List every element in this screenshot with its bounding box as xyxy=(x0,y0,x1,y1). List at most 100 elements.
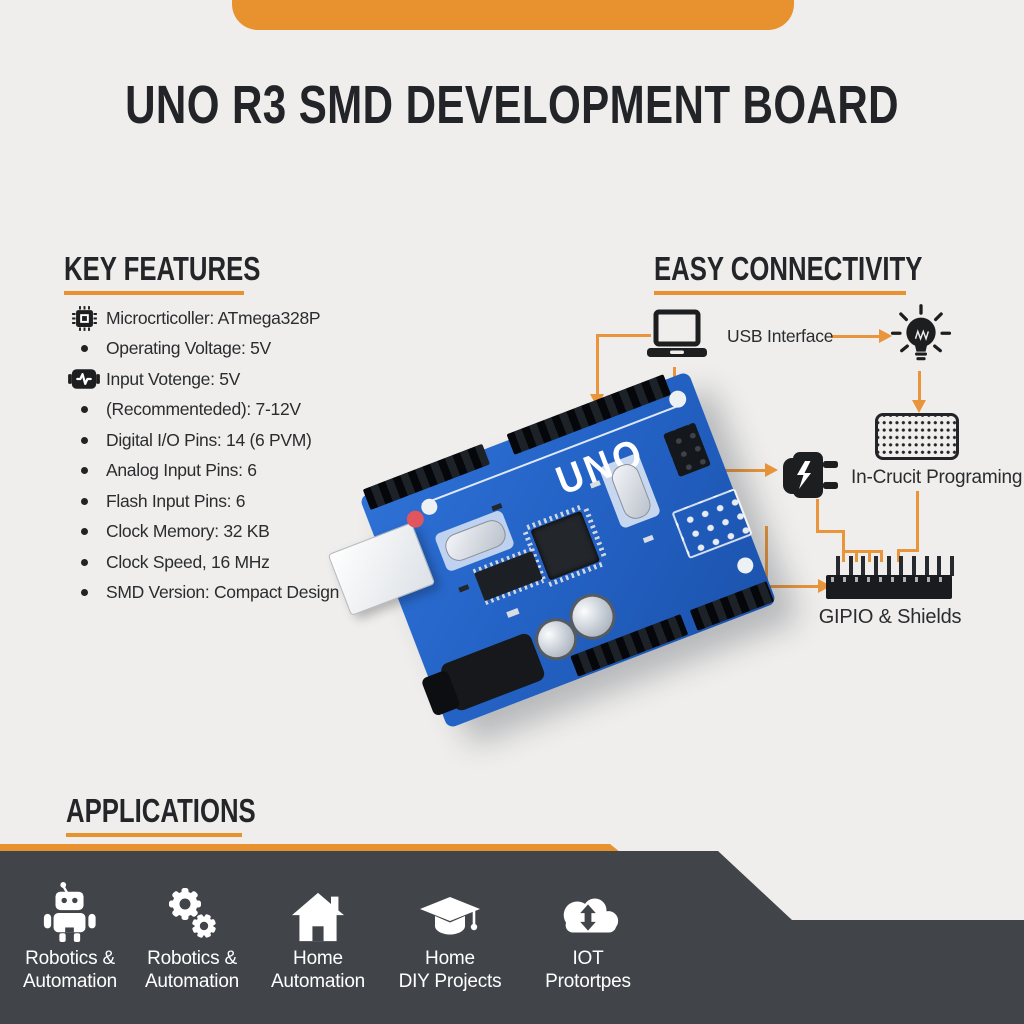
bullet-icon xyxy=(62,345,106,353)
page-title-text: UNO R3 SMD DEVELOPMENT BOARD xyxy=(125,75,899,135)
passive-component xyxy=(506,607,520,618)
feature-text: Flash Input Pins: 6 xyxy=(106,490,246,511)
bullet-icon xyxy=(62,436,106,444)
uno-board-photo: UNO xyxy=(327,371,777,746)
connector-line xyxy=(842,530,845,553)
connector-line xyxy=(880,550,883,562)
feature-text: SMD Version: Compact Design xyxy=(106,582,340,603)
application-label-line2: Automation xyxy=(270,971,366,992)
gears-icon xyxy=(163,877,221,943)
footer-accent-strip xyxy=(0,844,620,852)
list-item: SMD Version: Compact Design xyxy=(62,578,392,609)
applications-underline xyxy=(66,833,242,837)
page-title: UNO R3 SMD DEVELOPMENT BOARD xyxy=(0,74,1024,136)
passive-component xyxy=(458,584,470,593)
application-item: Robotics & Automation xyxy=(0,877,145,993)
application-label-line1: Robotics & xyxy=(147,948,237,969)
feature-text: Operating Voltage: 5V xyxy=(106,338,271,359)
bullet-icon xyxy=(62,589,106,597)
lightbulb-icon xyxy=(888,302,954,375)
pcb: UNO xyxy=(327,371,777,729)
connector-line xyxy=(596,334,651,337)
gpio-header-icon xyxy=(836,556,954,576)
application-label-line1: Home xyxy=(425,948,475,969)
key-features-heading: KEY FEATURES xyxy=(64,250,261,287)
connector-line xyxy=(897,549,919,552)
feature-text: (Recommenteded): 7-12V xyxy=(106,399,301,420)
home-icon xyxy=(290,877,346,943)
list-item: Clock Speed, 16 MHz xyxy=(62,547,392,578)
icsp-label: In-Crucit Programing xyxy=(851,467,1023,488)
connector-line xyxy=(596,334,599,396)
power-plug-icon xyxy=(781,449,845,506)
cloud-icon xyxy=(553,877,623,943)
bullet-icon xyxy=(62,558,106,566)
bullet-icon xyxy=(62,467,106,475)
top-banner xyxy=(232,0,794,30)
connector-line xyxy=(897,549,900,562)
perfboard-icon xyxy=(875,413,959,460)
arrowhead-right xyxy=(765,463,778,477)
arrowhead-down xyxy=(912,400,926,413)
connector-line xyxy=(868,550,871,562)
application-label-line2: DIY Projects xyxy=(398,971,502,992)
microchip-icon xyxy=(62,305,106,332)
easy-connectivity-underline xyxy=(654,291,906,295)
applications-heading: APPLICATIONS xyxy=(66,792,256,829)
application-item: Home Automation xyxy=(243,877,393,993)
connector-line xyxy=(842,550,883,553)
voltage-pulse-icon xyxy=(62,368,106,390)
application-label-line2: Protortpes xyxy=(545,971,631,992)
usb-interface-label: USB Interface xyxy=(727,326,834,346)
application-item: Home DIY Projects xyxy=(375,877,525,993)
application-item: IOT Protortpes xyxy=(513,877,663,993)
connector-line xyxy=(765,526,768,588)
application-label-line2: Automation xyxy=(144,971,240,992)
list-item: Digital I/O Pins: 14 (6 PVM) xyxy=(62,425,392,456)
footer: Robotics & Automation xyxy=(0,851,1024,1024)
easy-connectivity-heading: EASY CONNECTIVITY xyxy=(654,250,923,287)
list-item: (Recommenteded): 7-12V xyxy=(62,395,392,426)
list-item: Analog Input Pins: 6 xyxy=(62,456,392,487)
key-features-list: Microcrticoller: ATmega328P Operating Vo… xyxy=(62,303,392,608)
mounting-hole xyxy=(734,555,756,576)
connector-line xyxy=(816,530,845,533)
connector-line xyxy=(918,371,921,402)
bullet-icon xyxy=(62,497,106,505)
laptop-icon xyxy=(645,309,709,364)
list-item: Flash Input Pins: 6 xyxy=(62,486,392,517)
application-label-line1: IOT xyxy=(572,948,604,969)
connector-line xyxy=(716,469,767,472)
graduation-cap-icon xyxy=(418,877,482,943)
connector-line xyxy=(816,499,819,533)
application-label-line1: Robotics & xyxy=(25,948,115,969)
connector-line xyxy=(765,585,820,588)
connector-line xyxy=(842,550,845,562)
gpio-label: GIPIO & Shields xyxy=(818,606,962,628)
list-item: Clock Memory: 32 KB xyxy=(62,517,392,548)
connector-line xyxy=(916,491,919,552)
pin-header xyxy=(506,374,672,455)
feature-text: Clock Memory: 32 KB xyxy=(106,521,270,542)
application-label-line2: Automation xyxy=(22,971,118,992)
feature-text: Microcrticoller: ATmega328P xyxy=(106,307,321,328)
key-features-underline xyxy=(64,291,244,295)
application-label-line1: Home xyxy=(293,948,343,969)
robot-icon xyxy=(41,877,99,943)
pad-grid xyxy=(671,488,753,560)
pin-header xyxy=(689,581,775,631)
bullet-icon xyxy=(62,528,106,536)
gpio-header-bar xyxy=(826,575,952,599)
passive-component xyxy=(642,534,654,544)
list-item: Microcrticoller: ATmega328P xyxy=(62,303,392,334)
feature-text: Clock Speed, 16 MHz xyxy=(106,551,270,572)
feature-text: Digital I/O Pins: 14 (6 PVM) xyxy=(106,429,312,450)
list-item: Operating Voltage: 5V xyxy=(62,334,392,365)
icsp-header xyxy=(662,422,712,478)
list-item: Input Votenge: 5V xyxy=(62,364,392,395)
application-item: Robotics & Automation xyxy=(117,877,267,993)
connector-line xyxy=(855,550,858,562)
arrowhead-right xyxy=(879,329,892,343)
bullet-icon xyxy=(62,406,106,414)
